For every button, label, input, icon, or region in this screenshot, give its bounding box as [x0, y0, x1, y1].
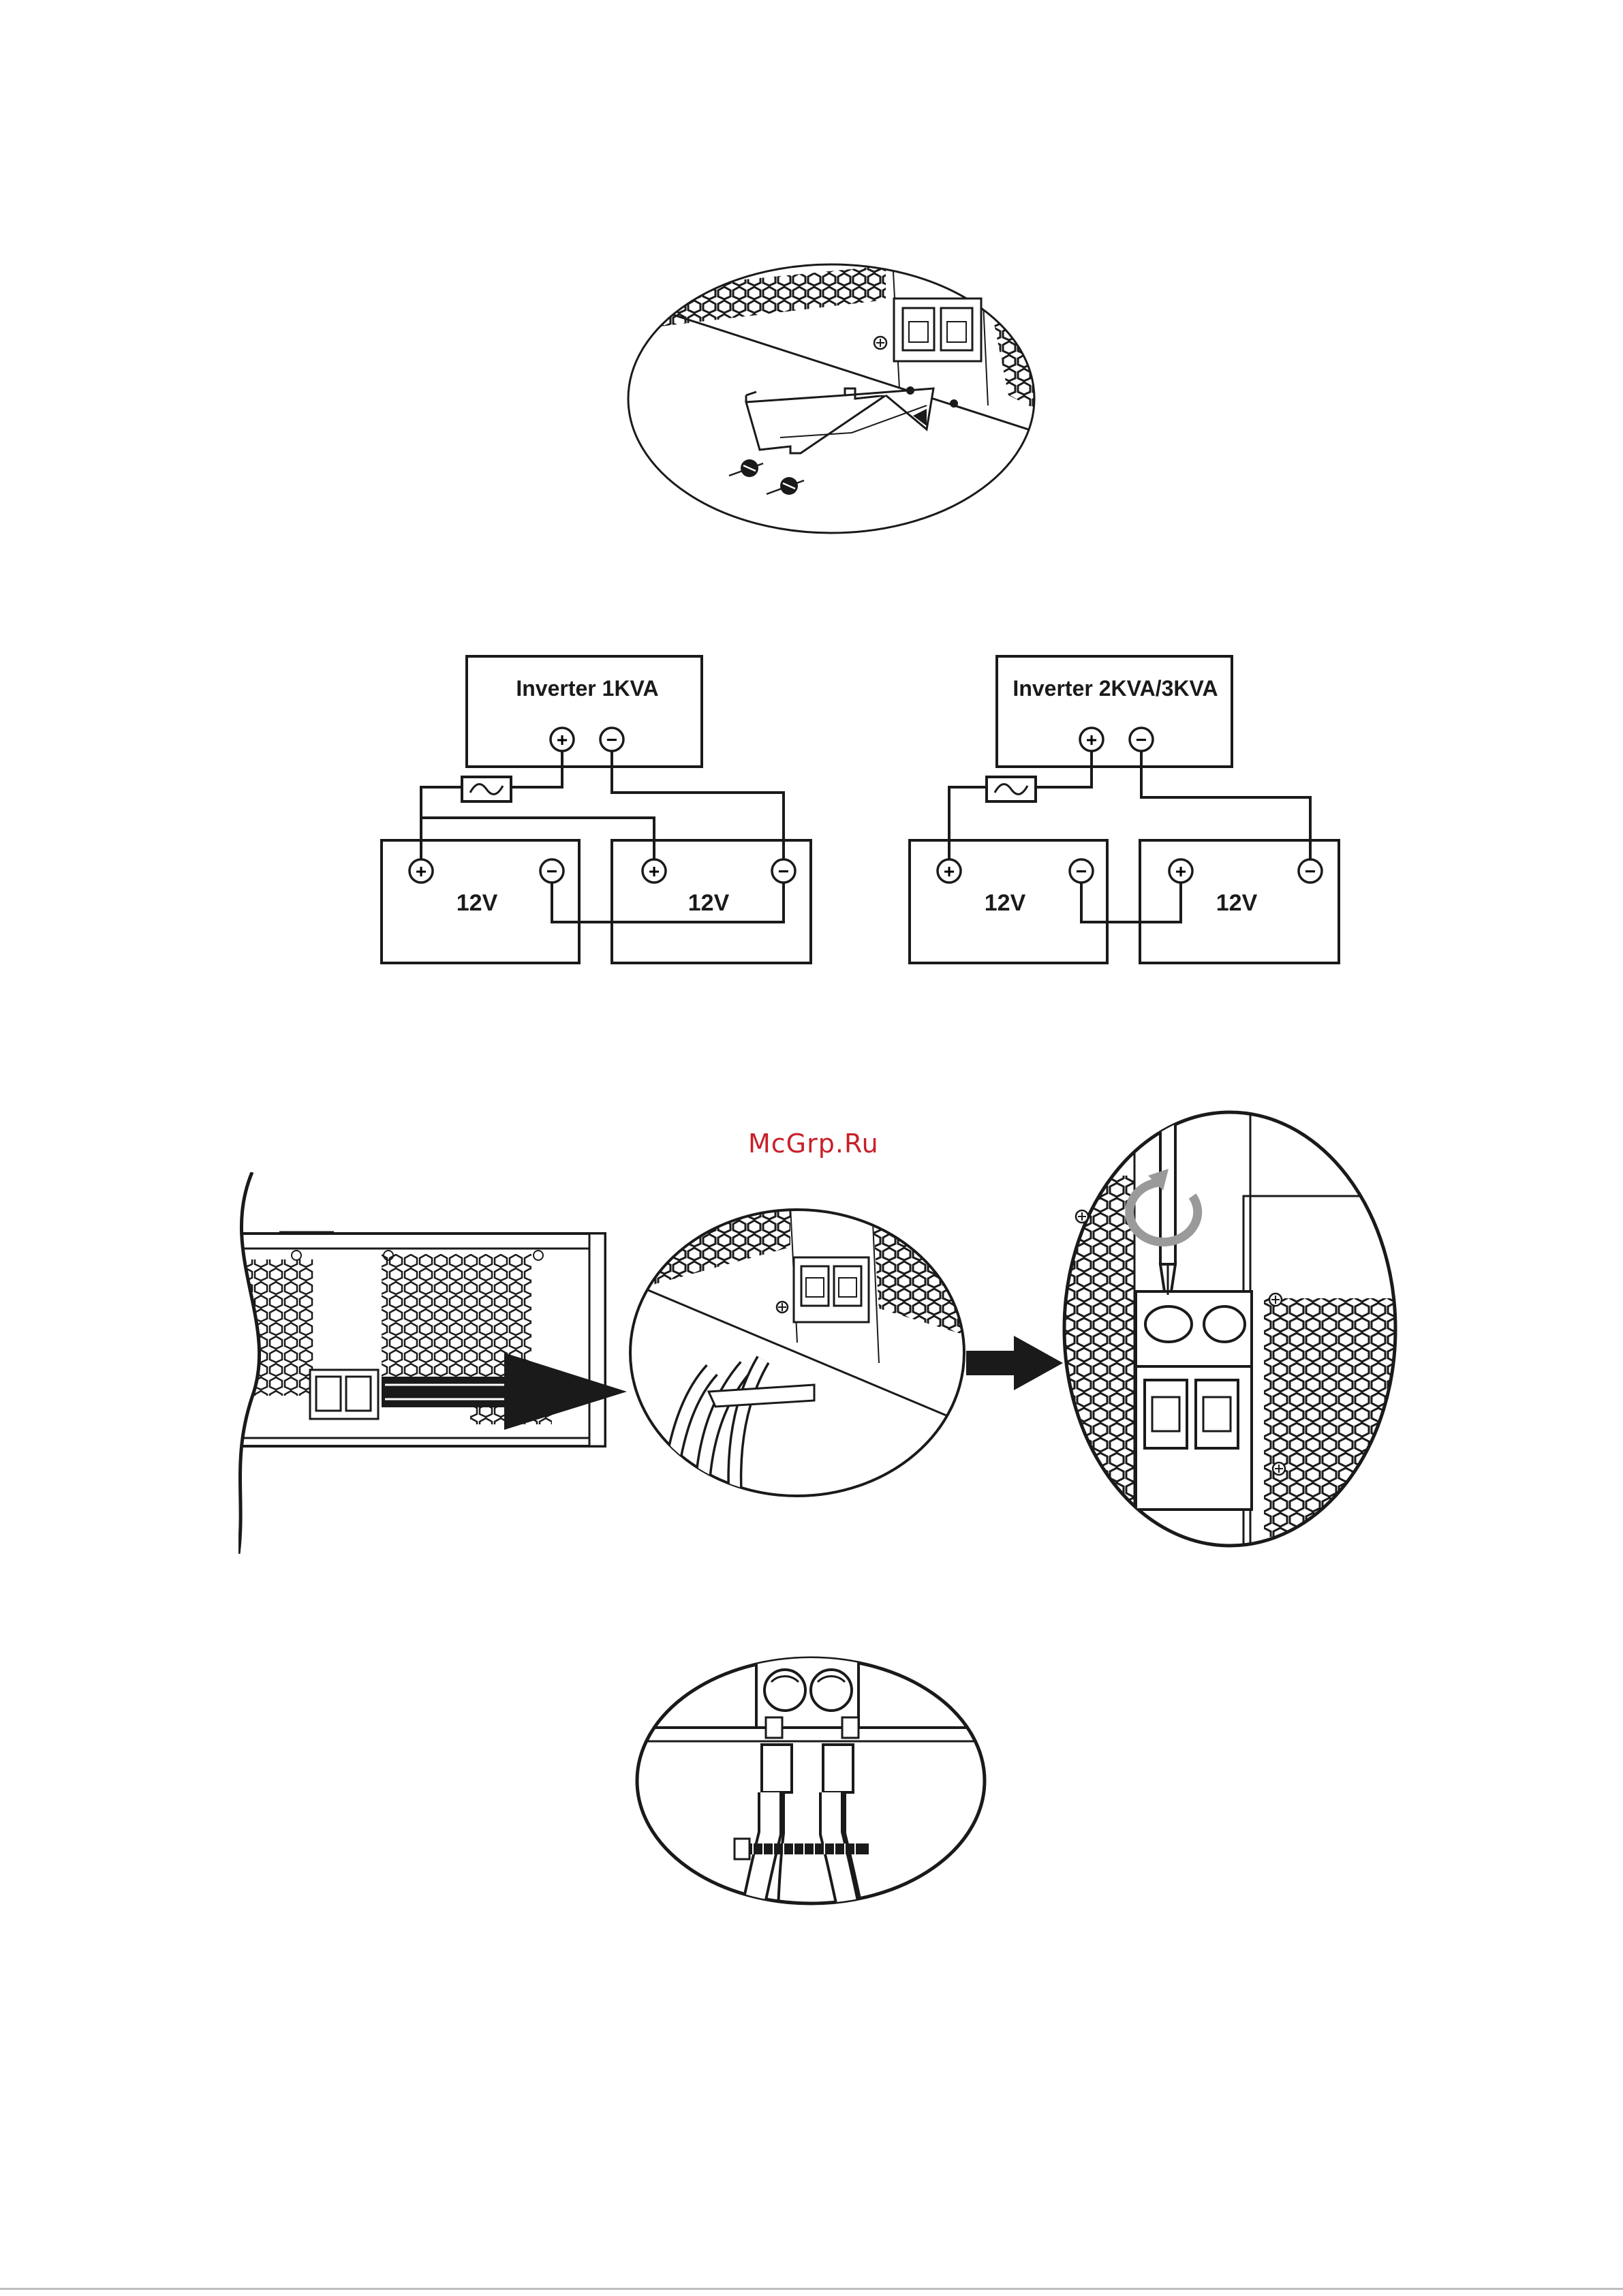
- battery-2-voltage: 12V: [688, 890, 730, 916]
- screw-icon: [874, 337, 886, 349]
- battery-1-voltage: 12V: [457, 890, 498, 916]
- wiring-diagram-1kva: Inverter 1KVA + − + − + − 12V 12V: [375, 651, 818, 978]
- svg-text:+: +: [557, 729, 568, 750]
- page-bottom-rule: [0, 2288, 1623, 2290]
- svg-text:+: +: [649, 861, 660, 882]
- svg-text:−: −: [1136, 729, 1147, 750]
- svg-text:−: −: [546, 861, 557, 882]
- minus-terminal-icon: −: [540, 859, 563, 883]
- minus-terminal-icon: −: [1070, 859, 1093, 883]
- comm-ports: [310, 1370, 378, 1419]
- terminal-tightening-detail: [1060, 1107, 1404, 1557]
- plus-terminal-icon: +: [1080, 728, 1103, 751]
- minus-terminal-icon: −: [1130, 728, 1153, 751]
- minus-terminal-icon: −: [772, 859, 795, 883]
- fuse-icon: [987, 777, 1036, 801]
- minus-terminal-icon: −: [1299, 859, 1322, 883]
- wiring-diagram-2-3kva: Inverter 2KVA/3KVA + − + − + − 12V 12V: [903, 651, 1352, 978]
- plus-terminal-icon: +: [1169, 859, 1192, 883]
- svg-text:+: +: [944, 861, 955, 882]
- svg-text:−: −: [1305, 861, 1316, 882]
- svg-text:−: −: [606, 729, 617, 750]
- svg-text:+: +: [1175, 861, 1186, 882]
- svg-text:−: −: [1076, 861, 1087, 882]
- battery-2-voltage: 12V: [1216, 890, 1258, 916]
- inverter-side-view: [238, 1172, 647, 1554]
- comm-ports: [894, 299, 981, 361]
- cable-tie-detail: [634, 1656, 988, 1908]
- inverter-box: [997, 656, 1232, 767]
- screw-icon: [777, 1302, 788, 1313]
- plus-terminal-icon: +: [643, 859, 666, 883]
- minus-terminal-icon: −: [600, 728, 623, 751]
- inverter-box: [467, 656, 702, 767]
- svg-text:−: −: [778, 861, 789, 882]
- svg-text:+: +: [1086, 729, 1097, 750]
- inverter-label: Inverter 2KVA/3KVA: [1013, 676, 1218, 701]
- plus-terminal-icon: +: [409, 859, 433, 883]
- plus-terminal-icon: +: [551, 728, 574, 751]
- plus-terminal-icon: +: [938, 859, 961, 883]
- arrow-right-icon: [966, 1336, 1065, 1390]
- cable-bracket-detail: [627, 1206, 968, 1506]
- bracket-removal-illustration: [627, 259, 1049, 545]
- watermark-text: McGrp.Ru: [748, 1129, 879, 1159]
- inverter-label: Inverter 1KVA: [516, 676, 658, 701]
- comm-ports: [794, 1257, 869, 1322]
- fuse-icon: [462, 777, 511, 801]
- svg-text:+: +: [416, 861, 427, 882]
- battery-1-voltage: 12V: [985, 890, 1026, 916]
